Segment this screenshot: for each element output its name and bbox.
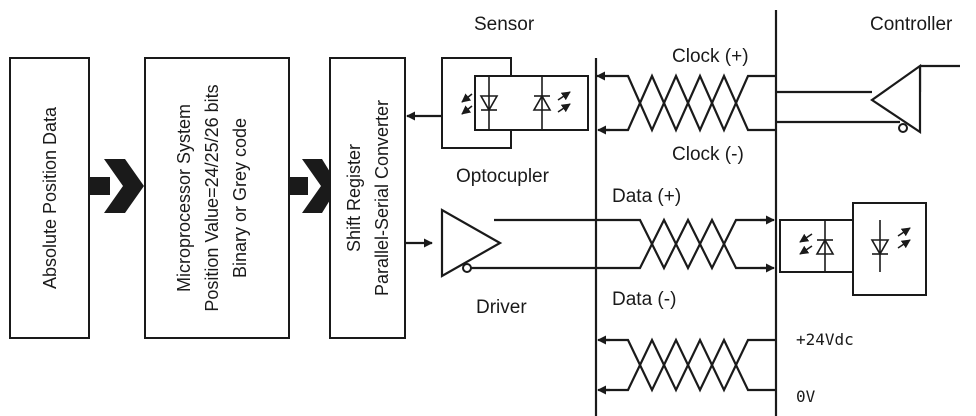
- microprocessor-label-2: Position Value=24/25/26 bits: [202, 84, 222, 311]
- optocupler-label: Optocupler: [456, 166, 550, 187]
- sensor-optocoupler-inner: [474, 75, 589, 131]
- v0-label: 0V: [796, 387, 816, 406]
- photodiode-icon: [461, 76, 499, 130]
- led-icon: [799, 220, 835, 272]
- v24-label: +24Vdc: [796, 330, 854, 349]
- triangle-buffer-icon: [776, 63, 960, 135]
- absolute-position-block: [9, 57, 90, 339]
- data-plus-label: Data (+): [612, 186, 681, 207]
- controller-label: Controller: [870, 14, 953, 35]
- clock-twisted-pair: [596, 71, 776, 135]
- shift-register-label-2: Parallel-Serial Converter: [372, 100, 392, 296]
- data-minus-label: Data (-): [612, 289, 676, 310]
- clock-minus-label: Clock (-): [672, 144, 744, 165]
- arrow-right-icon: [290, 159, 330, 213]
- shift-register-label-1: Shift Register: [344, 144, 364, 252]
- microprocessor-block: [144, 57, 290, 339]
- arrow-right-icon: [90, 159, 144, 213]
- power-twisted-pair: [597, 335, 776, 395]
- microprocessor-label-3: Binary or Grey code: [230, 118, 250, 278]
- microprocessor-label-1: Microprocessor System: [174, 104, 194, 292]
- clock-plus-label: Clock (+): [672, 46, 749, 67]
- shift-register-block: [329, 57, 406, 339]
- driver-label: Driver: [476, 297, 527, 318]
- controller-optocoupler-outer: [852, 202, 927, 296]
- led-icon: [532, 76, 571, 130]
- triangle-buffer-icon: [440, 208, 620, 278]
- data-twisted-pair: [620, 215, 775, 273]
- sensor-label: Sensor: [474, 14, 535, 35]
- absolute-position-label: Absolute Position Data: [40, 106, 60, 289]
- photodiode-icon: [870, 220, 911, 272]
